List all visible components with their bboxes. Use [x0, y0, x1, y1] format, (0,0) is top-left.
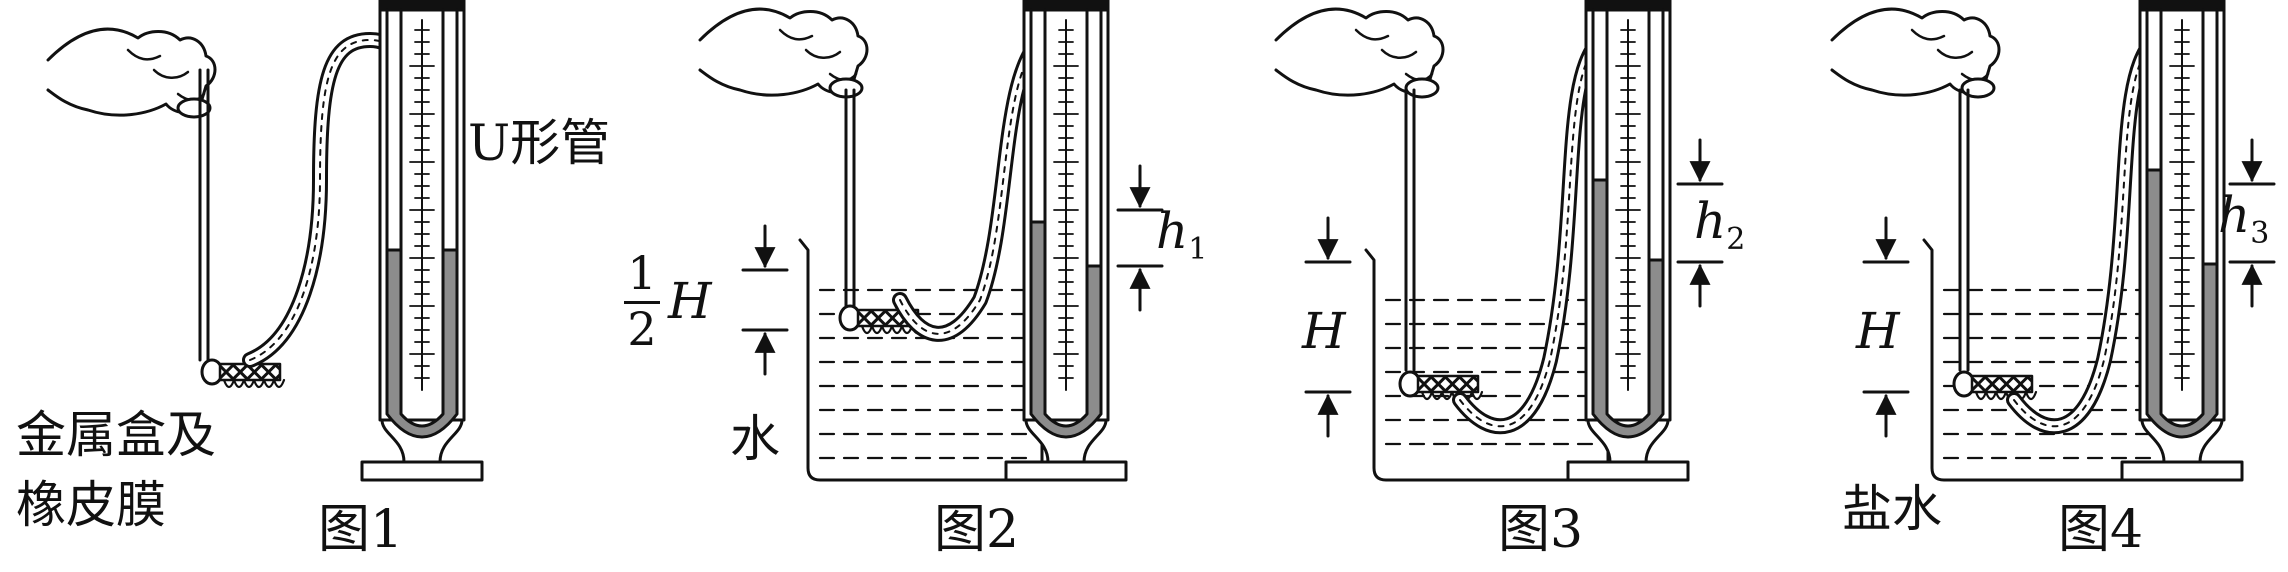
beaker-icon — [1364, 248, 1618, 482]
metal-box-icon — [1398, 370, 1484, 401]
depth-arrow — [1304, 216, 1352, 438]
depth-arrow — [741, 224, 789, 376]
depth-h-salt: H — [1856, 302, 1900, 360]
u-tube-icon — [1004, 0, 1128, 482]
salt-water-label: 盐水 — [1842, 480, 1942, 538]
depth-h: H — [1302, 302, 1346, 360]
figure-1 — [46, 0, 484, 482]
metal-box-icon — [1952, 370, 2038, 401]
metal-box-icon — [200, 358, 286, 389]
water-label: 水 — [730, 410, 780, 468]
height-arrow — [2228, 138, 2276, 308]
u-tube-label: U形管 — [468, 114, 611, 172]
fraction-bar — [624, 301, 660, 304]
figure-4 — [1830, 0, 2276, 482]
hand-icon — [46, 27, 217, 119]
figure-4-caption: 图4 — [2058, 500, 2144, 560]
figure-3-caption: 图3 — [1498, 500, 1584, 560]
height-arrow — [1676, 138, 1724, 308]
depth-half-h: H — [668, 272, 712, 330]
beaker-icon — [798, 238, 1052, 482]
u-tube-icon — [2120, 0, 2244, 482]
height-arrow — [1116, 164, 1164, 312]
figure-2 — [698, 0, 1164, 482]
figure-2-caption: 图2 — [934, 500, 1020, 560]
height-diff-h1: h1 — [1156, 202, 1208, 267]
height-diff-h2: h2 — [1694, 192, 1746, 257]
figure-3 — [1274, 0, 1724, 482]
height-diff-h3: h3 — [2218, 186, 2270, 251]
probe-label: 金属盒及 — [16, 406, 216, 464]
depth-fraction-numerator: 1 — [627, 246, 657, 300]
metal-box-icon — [838, 304, 924, 335]
u-tube-icon — [360, 0, 484, 482]
depth-arrow — [1862, 216, 1910, 438]
probe-label-2: 橡皮膜 — [16, 476, 166, 534]
depth-fraction-denominator: 2 — [627, 302, 657, 356]
figure-1-caption: 图1 — [318, 500, 404, 560]
hand-icon — [698, 7, 869, 99]
u-tube-icon — [1566, 0, 1690, 482]
hand-icon — [1830, 7, 2001, 99]
hand-icon — [1274, 7, 1445, 99]
